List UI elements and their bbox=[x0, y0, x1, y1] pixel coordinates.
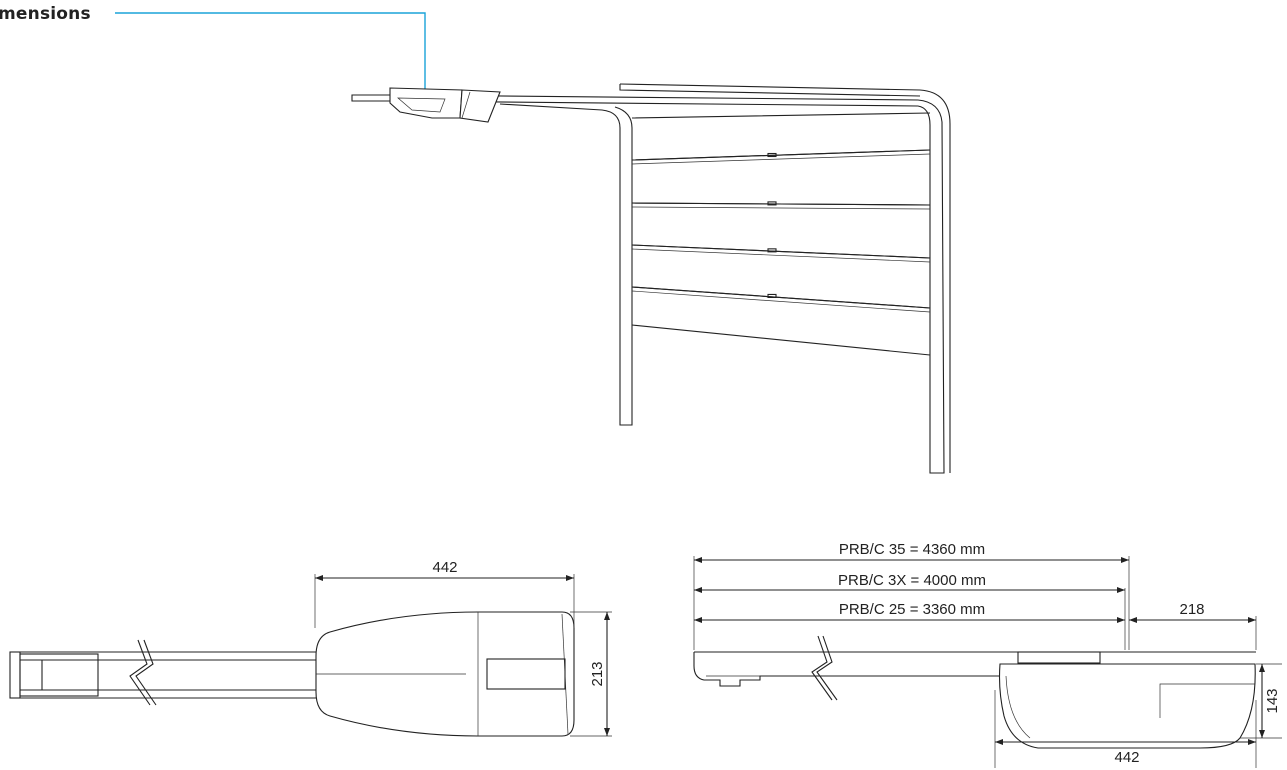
dim-prb25: PRB/C 25 = 3360 mm bbox=[839, 601, 985, 618]
door-panel bbox=[631, 286, 931, 356]
motor-cover bbox=[459, 89, 501, 123]
dim-side-offset: 218 bbox=[1179, 601, 1204, 618]
motor-body-side bbox=[998, 663, 1256, 749]
dim-side-height: 143 bbox=[1264, 688, 1281, 713]
motor-head bbox=[389, 87, 463, 119]
right-frame bbox=[917, 99, 945, 474]
panel-hinge bbox=[767, 248, 777, 253]
side-view-drawing: PRB/C 35 = 4360 mm PRB/C 3X = 4000 mm PR… bbox=[693, 541, 1282, 768]
panel-hinge bbox=[767, 293, 777, 299]
garage-door-illustration bbox=[351, 83, 951, 474]
callout-leader bbox=[115, 12, 430, 102]
door-panel bbox=[631, 244, 931, 309]
section-title: mensions bbox=[0, 4, 91, 24]
door-panel bbox=[631, 112, 931, 161]
top-view-drawing: 442 213 bbox=[9, 559, 612, 737]
dim-prb3x: PRB/C 3X = 4000 mm bbox=[838, 572, 986, 589]
door-panel bbox=[631, 149, 931, 206]
dim-side-length: 442 bbox=[1114, 749, 1139, 766]
rear-track bbox=[619, 84, 921, 97]
dim-top-length: 442 bbox=[432, 559, 457, 576]
dim-prb35: PRB/C 35 = 4360 mm bbox=[839, 541, 985, 558]
door-panels bbox=[631, 112, 931, 356]
door-panel bbox=[631, 202, 931, 259]
display-window bbox=[486, 658, 566, 690]
left-frame bbox=[499, 103, 633, 426]
dim-top-width: 213 bbox=[589, 661, 606, 686]
